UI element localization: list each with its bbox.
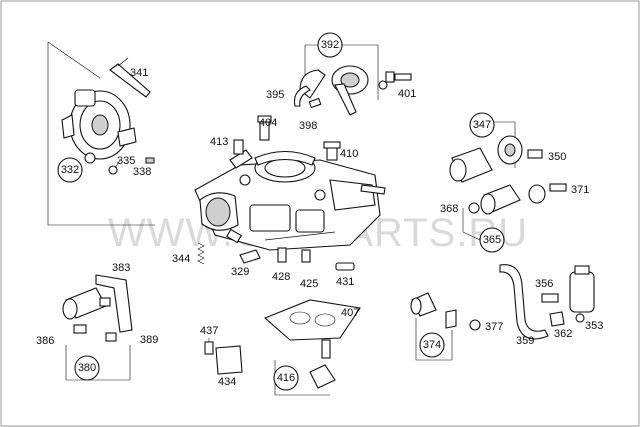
label-368: 368 <box>440 203 458 215</box>
label-341: 341 <box>130 67 148 79</box>
clip-bracket <box>204 338 243 375</box>
label-362: 362 <box>554 328 572 340</box>
label-389: 389 <box>140 334 158 346</box>
label-407: 407 <box>341 307 359 319</box>
carburetor-main <box>194 115 386 271</box>
hose-filter-assembly <box>499 264 595 340</box>
callout-392-label: 392 <box>321 39 339 51</box>
label-356: 356 <box>535 278 553 290</box>
callout-374[interactable] <box>419 332 445 358</box>
label-344: 344 <box>172 253 190 265</box>
label-350: 350 <box>548 151 566 163</box>
label-329: 329 <box>231 266 249 278</box>
label-425: 425 <box>300 278 318 290</box>
callout-365-label: 365 <box>483 234 501 246</box>
callout-332-label: 332 <box>61 164 79 176</box>
callout-365[interactable] <box>479 227 505 253</box>
label-437: 437 <box>200 325 218 337</box>
callout-416[interactable] <box>273 365 299 391</box>
callout-380-label: 380 <box>78 362 96 374</box>
label-410: 410 <box>340 148 358 160</box>
callout-392[interactable] <box>317 32 343 58</box>
connector-assembly <box>410 292 481 361</box>
callout-416-label: 416 <box>277 372 295 384</box>
label-413: 413 <box>210 136 228 148</box>
label-353: 353 <box>585 320 603 332</box>
label-398: 398 <box>299 120 317 132</box>
callout-332[interactable] <box>57 157 83 183</box>
vacuum-unit-assembly <box>293 44 412 116</box>
callout-347[interactable] <box>469 112 495 138</box>
label-338: 338 <box>133 166 151 178</box>
gasket-assembly <box>263 299 361 396</box>
fuel-pump-assembly <box>47 41 155 226</box>
label-359: 359 <box>516 335 534 347</box>
label-371: 371 <box>571 184 589 196</box>
label-377: 377 <box>485 321 503 333</box>
label-434: 434 <box>218 376 236 388</box>
label-428: 428 <box>272 271 290 283</box>
solenoid-assembly <box>449 121 567 241</box>
callout-374-label: 374 <box>423 339 441 351</box>
label-401: 401 <box>398 88 416 100</box>
label-395: 395 <box>266 89 284 101</box>
valve-bracket-assembly <box>62 274 133 381</box>
label-431: 431 <box>336 276 354 288</box>
label-335: 335 <box>117 155 135 167</box>
callout-347-label: 347 <box>473 119 491 131</box>
label-386: 386 <box>36 335 54 347</box>
label-383: 383 <box>112 262 130 274</box>
callout-380[interactable] <box>74 355 100 381</box>
label-404: 404 <box>259 117 277 129</box>
